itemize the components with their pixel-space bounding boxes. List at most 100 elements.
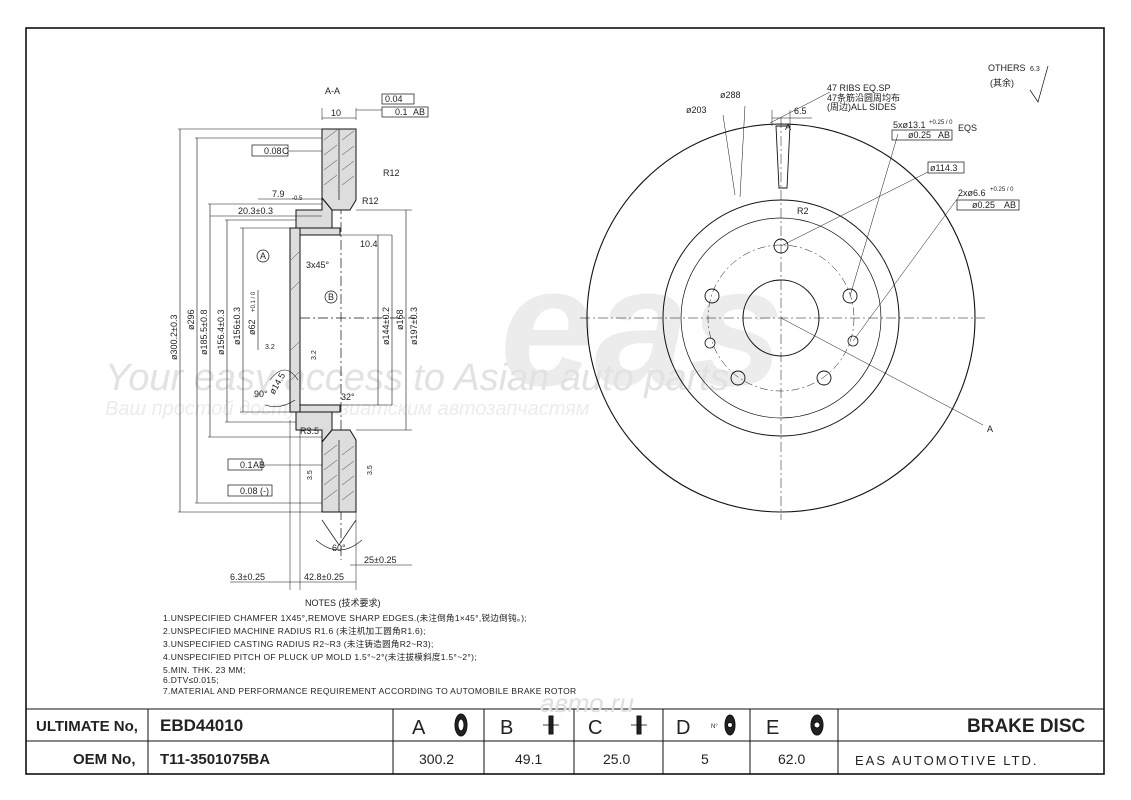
- section-dimensions: 10 0.04 0.1 AB 0.08 C R12 R12 7.9 -0.5 2…: [169, 94, 425, 582]
- dim-156-4: ø156.4±0.3: [216, 310, 226, 355]
- tol-parallel: 0.08: [264, 146, 282, 156]
- ribs-note-sides: (周边)ALL SIDES: [827, 102, 896, 112]
- datum-a: A: [260, 251, 266, 261]
- note-line: 6.DTV≤0.015;: [163, 675, 219, 685]
- dim-small-holes-tol: +0.25 / 0: [990, 187, 1014, 193]
- note-line: 4.UNSPECIFIED PITCH OF PLUCK UP MOLD 1.5…: [163, 652, 477, 662]
- dim-62-tol: +0.1 / 0: [251, 291, 257, 312]
- dim-bolt-holes: 5xø13.1: [893, 120, 926, 130]
- tol-ref-5: AB: [938, 130, 950, 140]
- disc-outer-icon: [454, 713, 468, 737]
- col-value-a: 300.2: [419, 751, 454, 767]
- notes: NOTES (技术要求) 1.UNSPECIFIED CHAMFER 1X45°…: [163, 597, 576, 696]
- note-line: 7.MATERIAL AND PERFORMANCE REQUIREMENT A…: [163, 686, 576, 696]
- disc-thickness-icon: [543, 715, 559, 735]
- col-value-c: 25.0: [603, 751, 630, 767]
- dim-3-5-b: 3.5: [367, 465, 374, 475]
- tol-position-5: ø0.25: [908, 130, 931, 140]
- col-letter-e: E: [766, 717, 779, 739]
- watermark-site: aвто.ru: [540, 688, 634, 718]
- col-value-b: 49.1: [515, 751, 542, 767]
- dim-42-8: 42.8±0.25: [304, 572, 344, 582]
- oem-value: T11-3501075BA: [160, 751, 270, 768]
- dim-small-holes: 2xø6.6: [958, 188, 986, 198]
- front-view: [580, 65, 1049, 520]
- ribs-note-cn: 47条筋沿圆周均布: [827, 92, 900, 103]
- dim-r3-5: R3.5: [300, 426, 319, 436]
- dim-7-9: 7.9: [272, 189, 285, 199]
- col-letter-a: A: [412, 717, 426, 739]
- others-cn: (其余): [990, 77, 1014, 88]
- front-dimensions: OTHERS 6.3 (其余) ø203 ø288 A 6.5 47 RIBS …: [686, 63, 1040, 434]
- d-icon-label: N°: [711, 724, 718, 730]
- section-title: A-A: [325, 86, 340, 96]
- dim-bolt-holes-tol: +0.25 / 0: [929, 120, 953, 126]
- tol-flatness-2: 0.08 (-): [240, 486, 269, 496]
- watermark-tagline: Your easy access to Asian auto parts: [105, 357, 729, 399]
- dim-90-deg: 90°: [254, 389, 268, 399]
- note-line: 5.MIN. THK. 23 MM;: [163, 665, 246, 675]
- tol-flatness: 0.04: [385, 94, 403, 104]
- col-letter-d: D: [676, 717, 690, 739]
- title-block: [26, 708, 1104, 774]
- note-line: 3.UNSPECIFIED CASTING RADIUS R2~R3 (未注铸造…: [163, 639, 434, 649]
- dim-114-3: ø114.3: [930, 163, 957, 173]
- ultimate-value: EBD44010: [160, 716, 243, 735]
- dim-156: ø156±0.3: [232, 307, 242, 345]
- disc-icons: [454, 713, 824, 737]
- dim-60-deg: 60°: [332, 543, 346, 553]
- datum-b: B: [328, 292, 334, 302]
- dim-203: ø203: [686, 105, 707, 115]
- dim-r2: R2: [797, 206, 809, 216]
- tol-runout: 0.1: [395, 107, 408, 117]
- col-value-d: 5: [701, 751, 709, 767]
- dim-chamfer: 3x45°: [306, 260, 330, 270]
- tol-ref-2: AB: [253, 460, 265, 470]
- section-arrow-a: A: [987, 424, 993, 434]
- dim-300-2: ø300.2±0.3: [169, 315, 179, 360]
- dim-25: 25±0.25: [364, 555, 396, 565]
- dim-10-4: 10.4: [360, 239, 378, 249]
- disc-min-thickness-icon: [631, 715, 647, 735]
- watermark: eas Your easy access to Asian auto parts…: [105, 232, 784, 422]
- dim-r12-b: R12: [362, 196, 379, 206]
- dim-3-2-a: 3.2: [265, 344, 275, 351]
- ultimate-label: ULTIMATE No,: [36, 718, 138, 735]
- others-label: OTHERS: [988, 63, 1026, 73]
- dim-r12-a: R12: [383, 168, 400, 178]
- section-view: A-A: [178, 86, 429, 590]
- dim-6-3: 6.3±0.25: [230, 572, 265, 582]
- tol-ref-c: C: [282, 146, 289, 156]
- dim-20-3: 20.3±0.3: [238, 206, 273, 216]
- notes-title: NOTES (技术要求): [305, 597, 381, 608]
- note-line: 2.UNSPECIFIED MACHINE RADIUS R1.6 (未注机加工…: [163, 626, 426, 636]
- disc-hub-icon: [810, 714, 824, 736]
- dim-3-5-a: 3.5: [307, 470, 314, 480]
- dim-7-9-tol: -0.5: [292, 196, 303, 202]
- note-line: 1.UNSPECIFIED CHAMFER 1X45°,REMOVE SHARP…: [163, 613, 527, 623]
- col-letter-b: B: [500, 717, 513, 739]
- tol-ref: AB: [413, 107, 425, 117]
- product-name: BRAKE DISC: [967, 716, 1086, 737]
- dim-185-5: ø185.5±0.8: [199, 310, 209, 355]
- col-letter-c: C: [588, 717, 602, 739]
- ribs-note: 47 RIBS EQ.SP: [827, 83, 891, 93]
- dim-197: ø197±0.3: [409, 307, 419, 345]
- view-marker-a: A: [785, 122, 791, 132]
- others-value: 6.3: [1030, 66, 1040, 73]
- company-name: EAS AUTOMOTIVE LTD.: [855, 753, 1038, 768]
- dim-296: ø296: [186, 309, 196, 330]
- dim-32-deg: 32°: [341, 392, 355, 402]
- watermark-logo: eas: [500, 232, 784, 422]
- dim-3-2-b: 3.2: [311, 350, 318, 360]
- eqs-label: EQS: [958, 123, 977, 133]
- watermark-tagline-ru: Ваш простой доступ к азиатским автозапча…: [105, 398, 590, 420]
- dim-6-5: 6.5: [794, 106, 807, 116]
- tol-position-2: ø0.25: [972, 200, 995, 210]
- oem-label: OEM No,: [73, 751, 136, 768]
- dim-288: ø288: [720, 90, 741, 100]
- drawing-border: [25, 27, 1105, 775]
- disc-bolt-count-icon: [724, 714, 736, 736]
- tol-runout-2: 0.1: [240, 460, 253, 470]
